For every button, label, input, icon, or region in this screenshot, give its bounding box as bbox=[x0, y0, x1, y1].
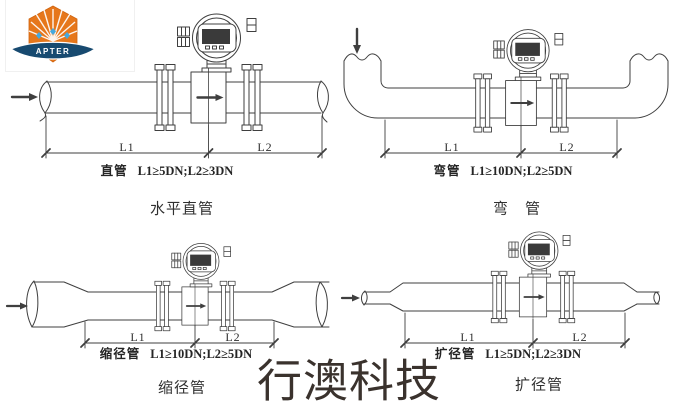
straight-caption: 水平直管 bbox=[149, 201, 215, 218]
flow-direction-arrow bbox=[353, 27, 361, 54]
flow-direction-arrow bbox=[5, 302, 28, 310]
apter-logo: APTER bbox=[5, 0, 135, 72]
flow-meter bbox=[490, 230, 576, 324]
flow-meter bbox=[472, 28, 570, 134]
logo-sparkles-icon bbox=[36, 28, 70, 39]
dimension-lines bbox=[380, 119, 622, 159]
reducer-spec-formula: L1≥10DN;L2≥5DN bbox=[150, 346, 253, 361]
straight-l2-label: L2 bbox=[257, 140, 273, 154]
straight-spec-name: 直管 bbox=[100, 163, 128, 178]
expander-caption: 扩径管 bbox=[514, 377, 564, 394]
art-root bbox=[5, 12, 669, 349]
expander-spec: 扩径管 L1≥5DN;L2≥3DN bbox=[435, 348, 581, 361]
bend-l2-label: L2 bbox=[559, 140, 575, 154]
bend-spec-name: 弯管 bbox=[433, 163, 461, 178]
dimension-lines bbox=[80, 321, 279, 349]
bend-spec: 弯管 L1≥10DN;L2≥5DN bbox=[434, 165, 573, 178]
dimension-lines bbox=[41, 115, 327, 159]
bend-caption: 弯 管 bbox=[492, 201, 542, 218]
expander-spec-formula: L1≥5DN;L2≥3DN bbox=[485, 346, 582, 361]
expander-pipe-drawing bbox=[340, 230, 660, 349]
flow-meter bbox=[153, 12, 264, 132]
reducer-l1-label: L1 bbox=[130, 330, 146, 344]
flow-meter bbox=[153, 242, 237, 332]
logo-brand-text: APTER bbox=[36, 47, 71, 56]
straight-l1-label: L1 bbox=[119, 140, 135, 154]
straight-spec: 直管 L1≥5DN;L2≥3DN bbox=[101, 165, 234, 178]
expander-l1-label: L1 bbox=[460, 330, 476, 344]
reducer-l2-label: L2 bbox=[225, 330, 241, 344]
watermark-text: 行澳科技 bbox=[256, 356, 442, 406]
apter-logo-art: APTER bbox=[9, 5, 97, 63]
reducer-caption: 缩径管 bbox=[157, 380, 207, 397]
flow-direction-arrow bbox=[340, 294, 360, 302]
reducer-spec: 缩径管 L1≥10DN;L2≥5DN bbox=[100, 348, 252, 361]
bend-spec-formula: L1≥10DN;L2≥5DN bbox=[470, 163, 573, 178]
reducer-pipe-drawing bbox=[5, 242, 330, 349]
dimension-lines bbox=[400, 312, 630, 349]
reducer-spec-name: 缩径管 bbox=[99, 346, 141, 361]
straight-spec-formula: L1≥5DN;L2≥3DN bbox=[137, 163, 234, 178]
expander-l2-label: L2 bbox=[572, 330, 588, 344]
straight-pipe-drawing bbox=[10, 12, 329, 159]
bend-pipe-drawing bbox=[343, 27, 669, 159]
flow-direction-arrow bbox=[10, 93, 38, 101]
logo-banner bbox=[9, 41, 97, 60]
expander-spec-name: 扩径管 bbox=[434, 346, 476, 361]
bend-l1-label: L1 bbox=[444, 140, 460, 154]
